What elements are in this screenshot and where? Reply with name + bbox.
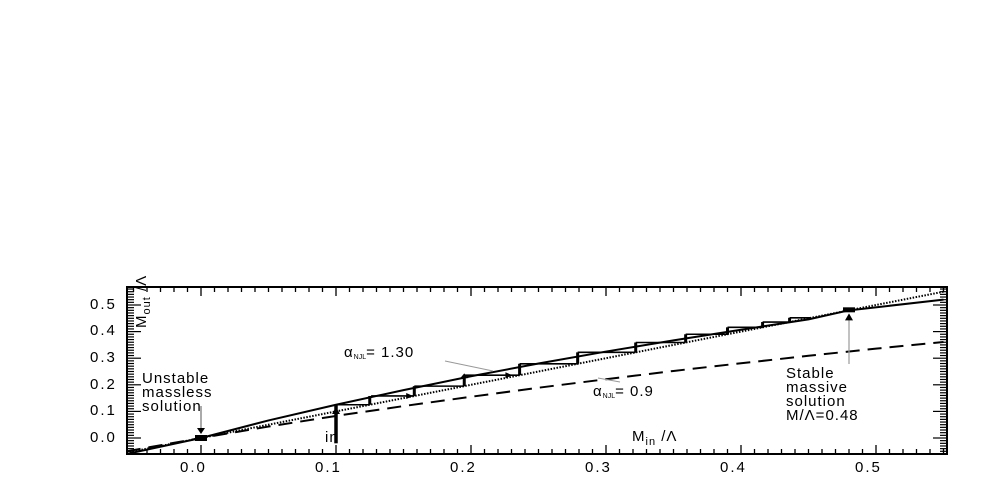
- arrow-head-icon: [505, 372, 513, 379]
- annotation-markers: [195, 307, 855, 441]
- alpha-low-pointer: [597, 377, 621, 383]
- x-tick-label: 0.3: [585, 459, 612, 476]
- fixed-point-marker: [843, 307, 855, 313]
- annotation-line: Unstable: [142, 370, 210, 387]
- y-tick-label: 0.5: [90, 296, 117, 313]
- plot-frame: [126, 286, 948, 455]
- annotation-line: solution: [142, 398, 202, 415]
- y-tick-label: 0.4: [90, 322, 117, 339]
- x-tick-label: 0.1: [315, 459, 342, 476]
- annotation-line: massless: [142, 384, 213, 401]
- alpha-high-label: αNJL= 1.30: [344, 344, 415, 361]
- arrow-down-icon: [197, 428, 205, 434]
- annotation-line: solution: [786, 393, 846, 410]
- y-tick-label: 0.2: [90, 376, 117, 393]
- y-tick-label: 0.3: [90, 349, 117, 366]
- x-tick-label: 0.4: [720, 459, 747, 476]
- arrow-head-icon: [332, 407, 340, 415]
- x-tick-label: 0.0: [180, 459, 207, 476]
- annotation-line: M/Λ=0.48: [786, 407, 859, 424]
- annotation-line: Stable: [786, 365, 835, 382]
- stable-solution-label: Stable massive solution M/Λ=0.48: [786, 365, 859, 424]
- fixed-point-marker: [195, 435, 207, 441]
- start-label: in: [325, 429, 339, 446]
- arrow-head-icon: [460, 373, 469, 379]
- alpha-high-pointer: [444, 360, 494, 372]
- unstable-solution-label: Unstable massless solution: [142, 370, 213, 415]
- arrow-up-icon: [845, 313, 853, 321]
- x-axis-title: Min /Λ: [632, 428, 678, 448]
- iteration-staircase: [332, 316, 812, 444]
- y-tick-label: 0.0: [90, 429, 117, 446]
- alpha-low-label: αNJL= 0.9: [593, 383, 654, 400]
- x-tick-label: 0.5: [855, 459, 882, 476]
- x-tick-label: 0.2: [450, 459, 477, 476]
- annotation-line: massive: [786, 379, 849, 396]
- curve-dashed: [127, 340, 944, 453]
- y-axis-title: Mout /Λ: [133, 274, 153, 328]
- arrow-head-icon: [406, 392, 414, 399]
- y-tick-label: 0.1: [90, 402, 117, 419]
